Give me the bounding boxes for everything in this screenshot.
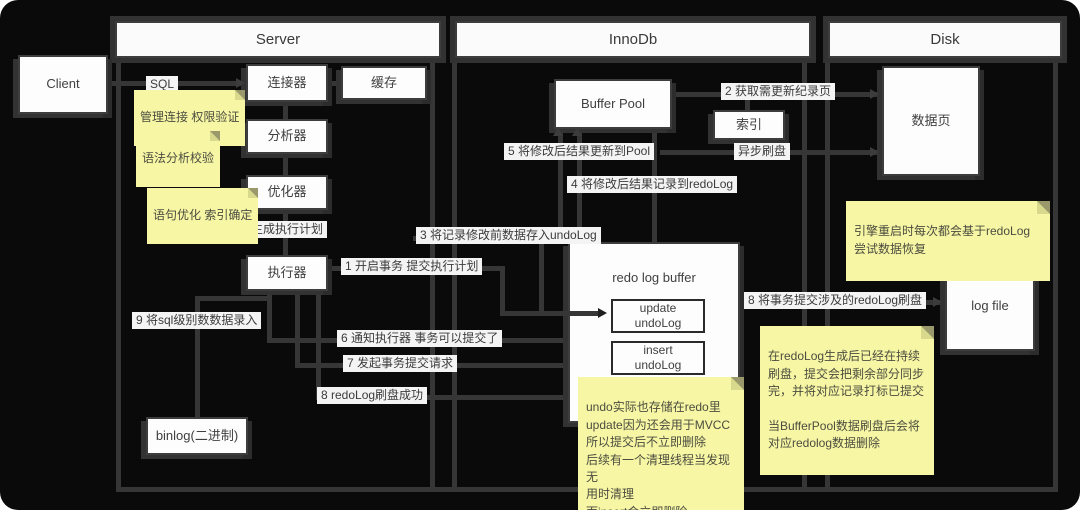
note-fold-icon	[210, 131, 221, 141]
arrow-right-icon	[236, 78, 245, 88]
edge-line	[500, 311, 600, 316]
edge-label-step6: 6 通知执行器 事务可以提交了	[337, 330, 503, 347]
lane-border	[802, 36, 807, 490]
node-binlog: binlog(二进制)	[146, 417, 248, 455]
edge-label-step4: 4 将修改后结果记录到redoLog	[567, 176, 738, 193]
edge-label-step2: 2 获取需更新纪录页	[721, 83, 836, 100]
arrow-up-icon	[553, 127, 563, 136]
node-buffer-pool: Buffer Pool	[554, 79, 672, 129]
node-analyzer: 分析器	[246, 119, 328, 154]
note-redo-flush: 在redoLog生成后已经在持续 刷盘，提交会把剩余部分同步 完，并将对应记录打…	[760, 326, 934, 476]
lane-header-innodb: InnoDb	[455, 21, 811, 58]
lane-header-disk: Disk	[828, 21, 1062, 58]
arrow-right-icon	[870, 147, 879, 157]
lane-title: InnoDb	[608, 31, 658, 48]
edge-line	[500, 266, 505, 313]
note-fold-icon	[235, 90, 246, 100]
node-index: 索引	[713, 110, 785, 140]
edge-line	[539, 236, 544, 313]
lane-border	[1053, 36, 1058, 490]
edge-label-gen-plan: 生成执行计划	[247, 221, 328, 238]
note-text: 引擎重启时每次都会基于redoLog 尝试数据恢复	[854, 224, 1031, 256]
edge-label-step1: 1 开启事务 提交执行计划	[341, 258, 483, 275]
edge-line	[558, 131, 563, 243]
arrow-right-icon	[870, 89, 879, 99]
lane-border	[116, 36, 121, 490]
note-fold-icon	[248, 188, 259, 198]
node-client: Client	[18, 55, 108, 114]
edge-line	[295, 289, 300, 366]
edge-label-step8-right: 8 将事务提交涉及的redoLog刷盘	[744, 292, 927, 309]
node-connector: 连接器	[246, 64, 328, 102]
note-fold-icon	[731, 377, 744, 390]
node-insert-undolog: insert undoLog	[611, 341, 705, 375]
note-stmt-optimize: 语句优化 索引确定	[147, 188, 259, 245]
node-data-page: 数据页	[882, 66, 980, 176]
edge-label-async-flush: 异步刷盘	[734, 143, 791, 160]
edge-line	[325, 81, 341, 86]
note-syntax-check: 语法分析校验	[136, 131, 221, 188]
edge-label-step8-left: 8 redoLog刷盘成功	[317, 387, 428, 404]
note-text: 语句优化 索引确定	[153, 208, 253, 223]
note-engine-restart: 引擎重启时每次都会基于redoLog 尝试数据恢复	[846, 201, 1050, 281]
note-text: 管理连接 权限验证	[140, 110, 240, 125]
edge-line	[197, 296, 270, 301]
note-fold-icon	[921, 326, 934, 339]
arrow-right-icon	[933, 297, 942, 307]
edge-line	[267, 289, 272, 341]
edge-line	[316, 289, 321, 398]
arrow-right-icon	[598, 308, 607, 318]
edge-line	[283, 152, 288, 176]
node-cache: 缓存	[341, 66, 427, 100]
node-executor: 执行器	[246, 255, 328, 291]
arrow-up-icon	[572, 127, 582, 136]
note-text: undo实际也存储在redo里 update因为还会用于MVCC 所以提交后不立…	[586, 400, 731, 510]
lane-title: Disk	[930, 31, 960, 48]
node-update-undolog: update undoLog	[611, 299, 705, 333]
edge-label-step3: 3 将记录修改前数据存入undoLog	[416, 227, 601, 244]
edge-label-step7: 7 发起事务提交请求	[343, 355, 458, 372]
edge-line	[283, 100, 288, 120]
edge-line	[316, 395, 580, 400]
lane-title: Server	[255, 31, 301, 48]
edge-line	[195, 296, 200, 417]
edge-label-sql: SQL	[146, 76, 179, 93]
note-text: 在redoLog生成后已经在持续 刷盘，提交会把剩余部分同步 完，并将对应记录打…	[768, 349, 925, 451]
edge-label-step5: 5 将修改后结果更新到Pool	[504, 143, 655, 160]
note-text: 语法分析校验	[142, 151, 215, 166]
note-fold-icon	[1037, 201, 1050, 214]
lane-header-server: Server	[115, 21, 441, 58]
edge-label-step9: 9 将sql级别数数据录入	[132, 312, 262, 329]
note-undo-detail: undo实际也存储在redo里 update因为还会用于MVCC 所以提交后不立…	[578, 377, 744, 510]
edge-line	[745, 95, 750, 111]
lane-border	[825, 36, 830, 490]
node-optimizer: 优化器	[246, 175, 328, 210]
